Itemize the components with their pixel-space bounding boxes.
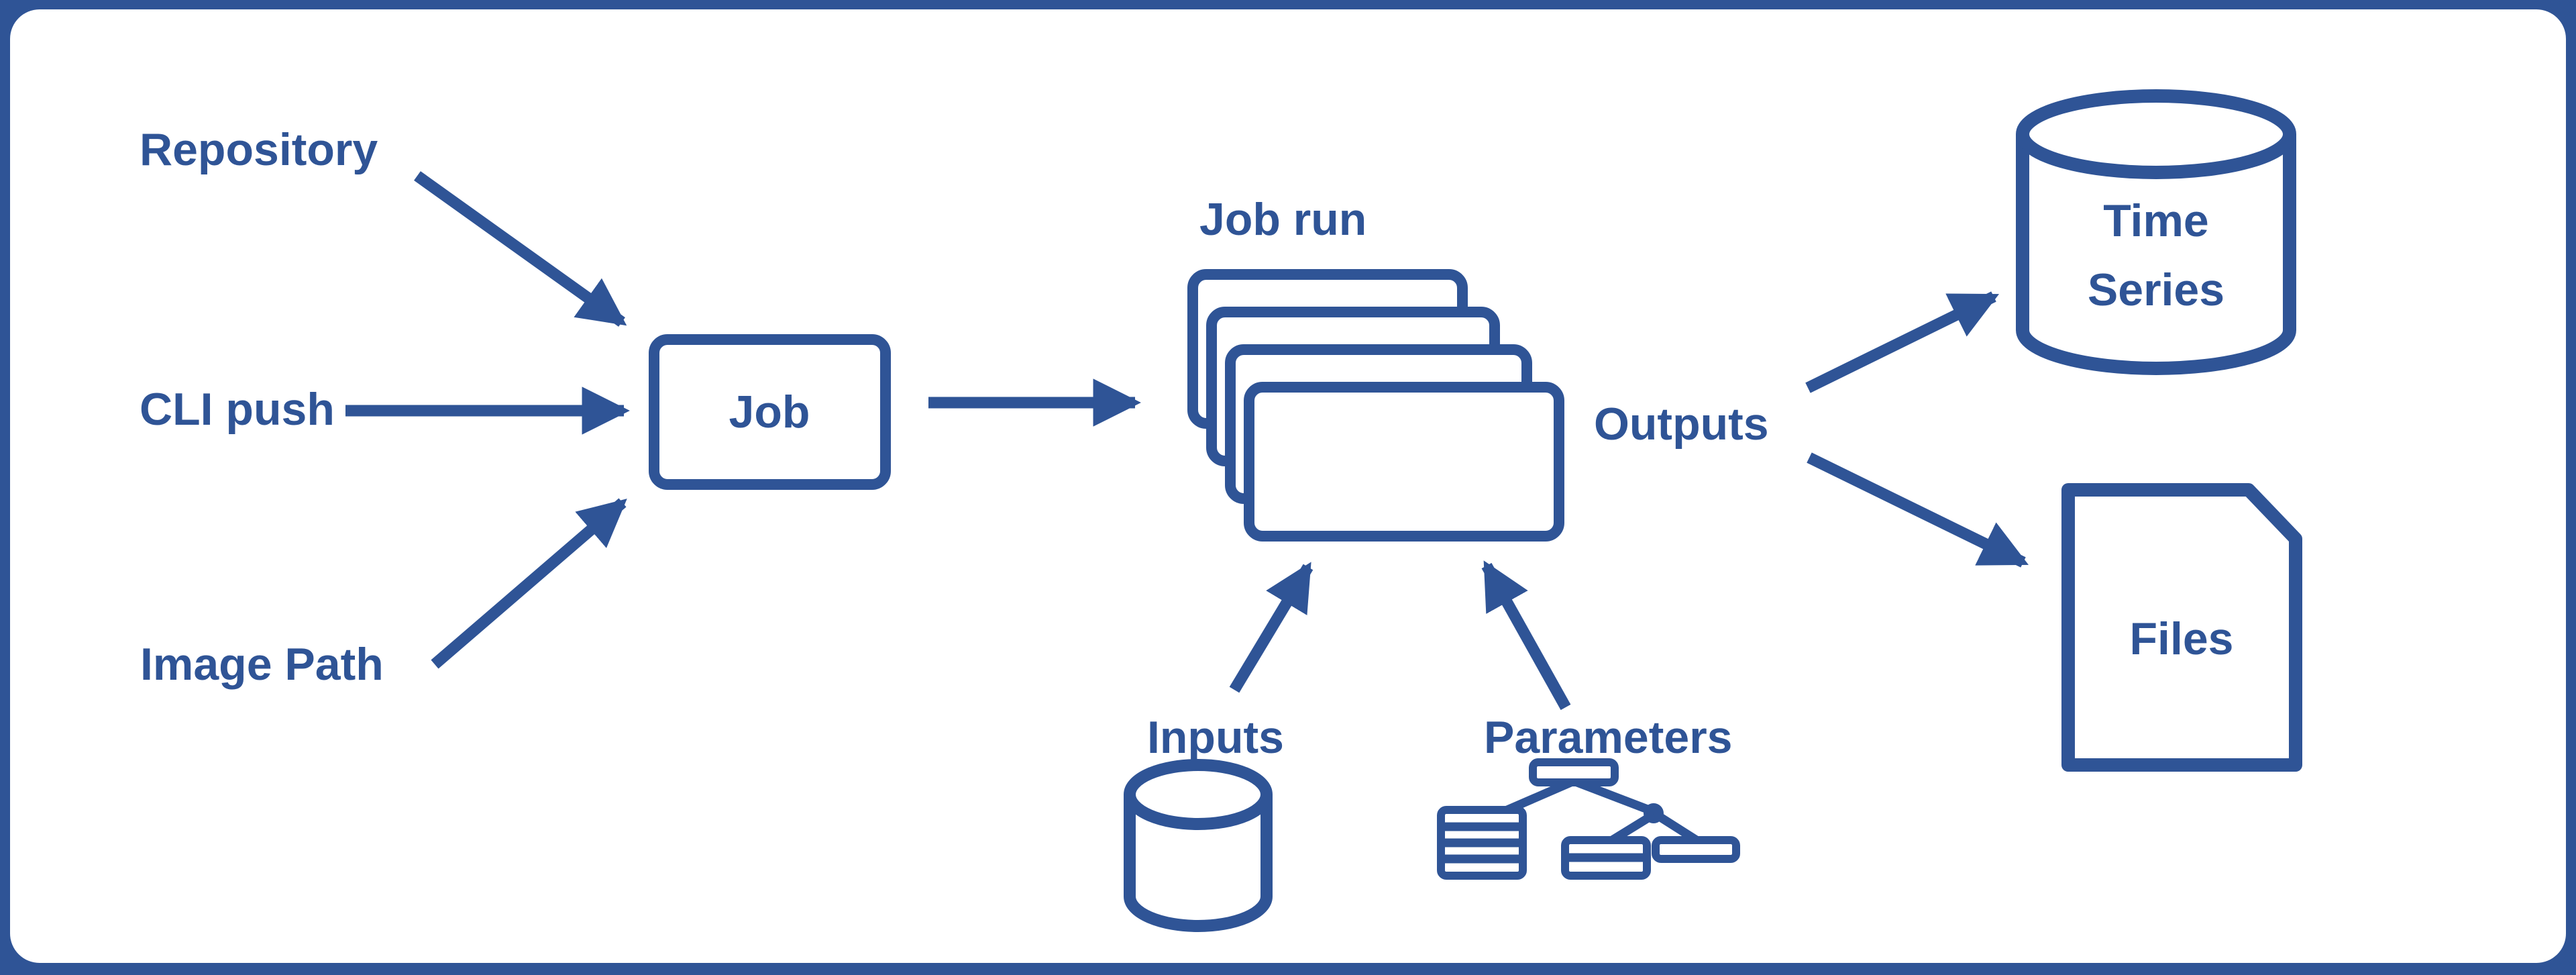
repository-label: Repository [140,124,378,175]
arrow-inputs-to-job-run [1229,562,1313,693]
job-run-node: Job run [1187,194,1564,542]
time-series-label-line1: Time [2103,195,2208,246]
job-label: Job [729,387,810,438]
outputs-label: Outputs [1594,399,1769,450]
parameters-tree-icon [1437,758,1740,880]
inputs-cylinder-icon [1124,759,1273,932]
arrow-parameters-to-job-run [1481,560,1571,711]
image-path-label: Image Path [140,639,384,690]
arrow-repository-to-job [414,171,627,327]
job-run-stack-icon [1187,269,1564,542]
job-box [649,334,891,490]
parameters-node: Parameters [1437,560,1740,880]
inputs-label: Inputs [1147,712,1284,763]
files-node: Files [2061,483,2302,772]
time-series-node: Time Series [2016,89,2296,375]
job-run-label: Job run [1199,194,1366,245]
inputs-node: Inputs [1124,562,1313,932]
job-node: Job [649,334,891,490]
time-series-label-line2: Series [2088,264,2224,315]
parameters-label: Parameters [1484,712,1732,763]
cli-push-label: CLI push [140,384,335,435]
files-document-icon [2061,483,2302,772]
arrow-outputs-to-files [1807,452,2029,568]
arrow-outputs-to-time-series [1805,291,2000,393]
time-series-database-icon [2016,89,2296,375]
arrow-image-path-to-job [431,498,627,669]
files-label: Files [2130,613,2234,664]
